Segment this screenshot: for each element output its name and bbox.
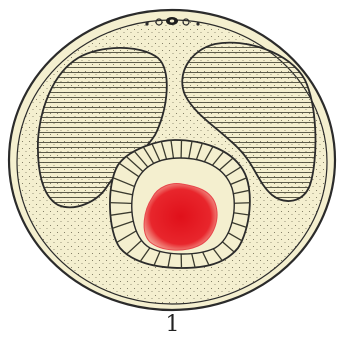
lesion [144,184,217,251]
figure-number: 1 [0,312,345,338]
